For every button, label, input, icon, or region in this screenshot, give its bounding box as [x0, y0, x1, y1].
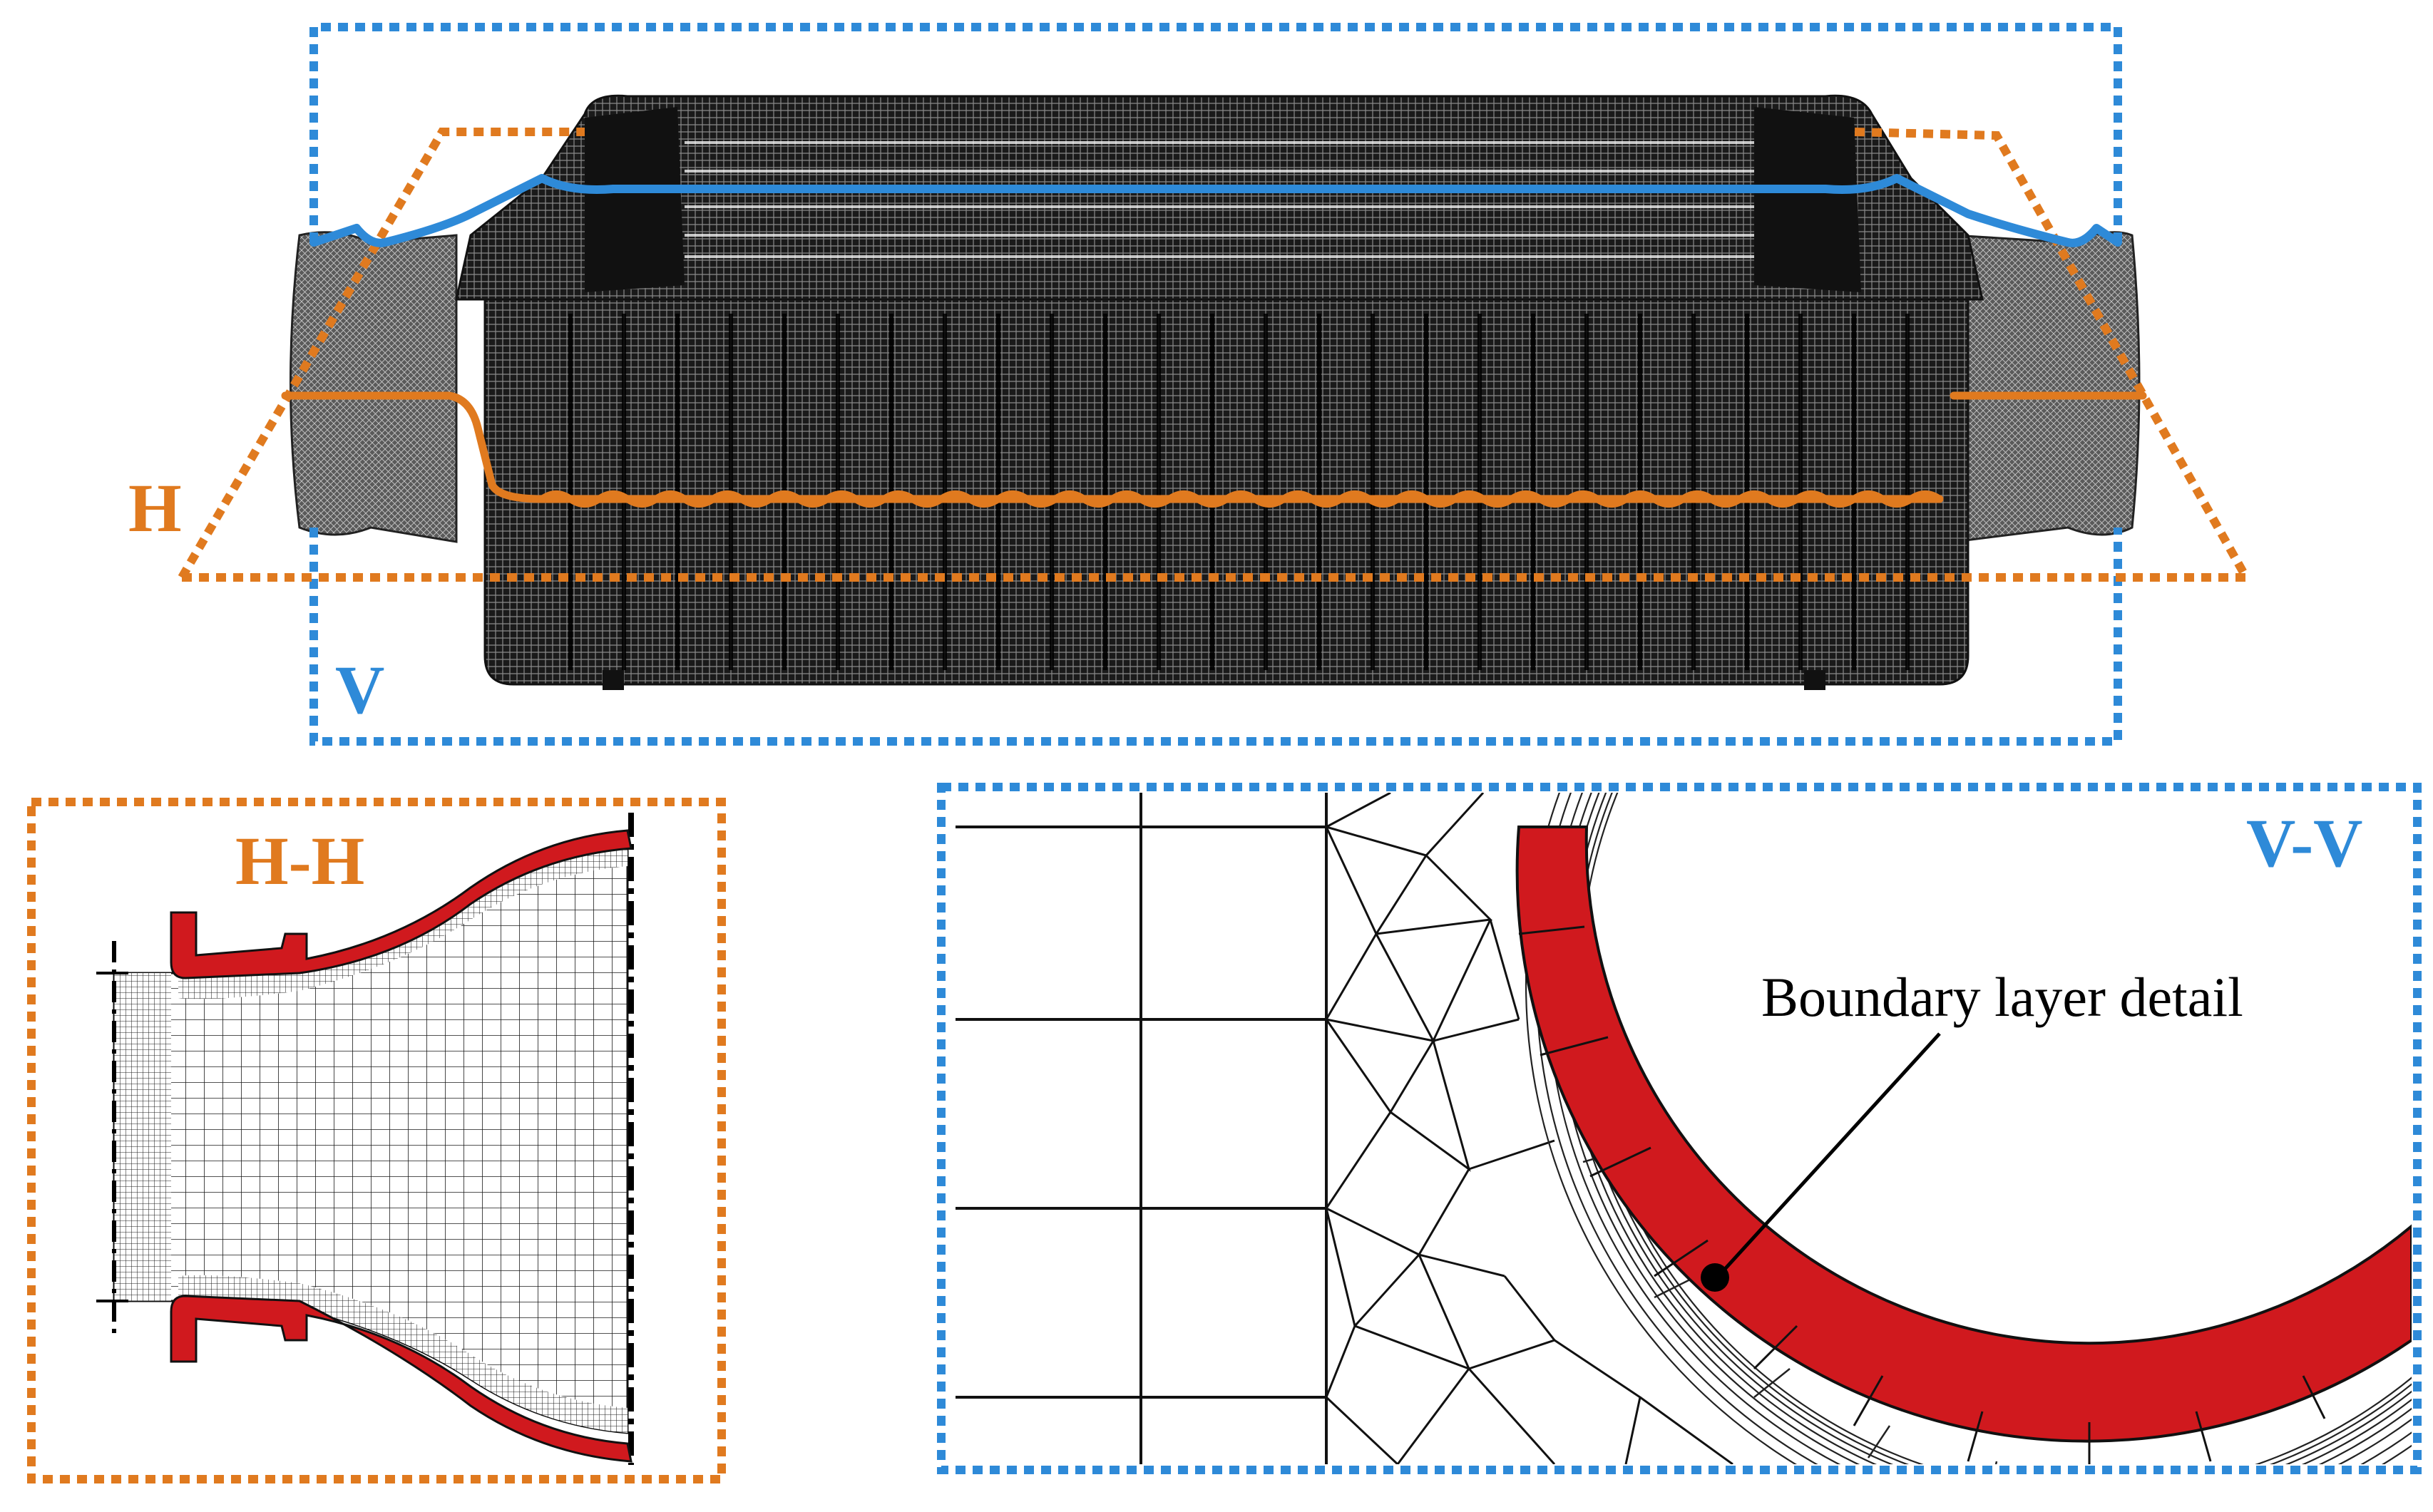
h-section-line — [281, 391, 2147, 503]
h-plane-label: H — [128, 470, 182, 546]
hh-wall-top — [170, 829, 632, 979]
v-plane-label: V — [335, 652, 384, 728]
h-plane-outline — [178, 128, 2254, 582]
hh-wall-bottom — [170, 1295, 632, 1463]
hh-section-panel: H-H — [27, 798, 726, 1483]
v-plane-outline — [309, 23, 2122, 746]
vv-section-panel: V-V Boundary layer detail — [937, 783, 2422, 1474]
v-section-line — [309, 174, 2122, 247]
annotation-dot — [1701, 1263, 1729, 1292]
boundary-layer-annotation: Boundary layer detail — [1761, 966, 2243, 1028]
annotation-leader-line — [1717, 1032, 1941, 1277]
vv-triangle-mesh — [1325, 793, 1733, 1464]
h-section-wave — [540, 490, 1942, 508]
vv-wall-arc — [1515, 826, 2412, 1443]
vv-section-label: V-V — [2246, 805, 2363, 881]
hh-section-label: H-H — [235, 823, 364, 899]
vv-structured-grid — [956, 793, 1328, 1464]
muffler-3d-mesh — [290, 94, 2141, 690]
